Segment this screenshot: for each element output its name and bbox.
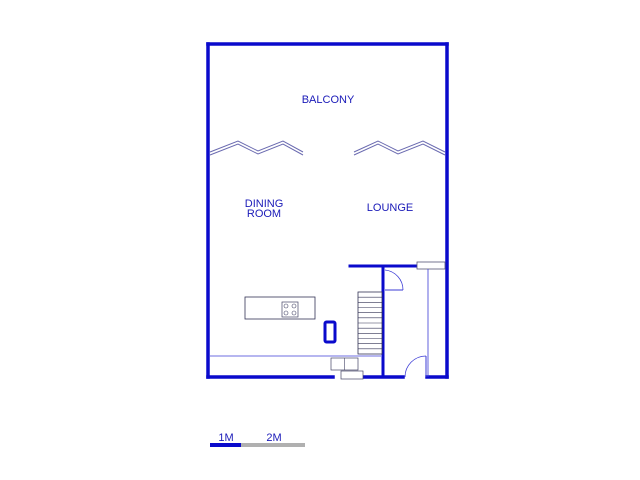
room-label-dining-line2: ROOM xyxy=(247,208,281,220)
sliding-door-right xyxy=(353,140,446,156)
scale-bar: 1M 2M xyxy=(210,432,305,447)
room-label-balcony: BALCONY xyxy=(302,94,355,106)
interior-walls xyxy=(348,261,446,379)
scale-label-2m: 2M xyxy=(266,432,281,444)
window-side xyxy=(416,261,446,270)
door-entry xyxy=(404,355,427,378)
structural-column xyxy=(323,320,337,344)
hob xyxy=(281,301,299,318)
scale-label-1m: 1M xyxy=(218,432,233,444)
staircase xyxy=(357,291,383,355)
dishwasher xyxy=(340,370,364,380)
room-label-lounge: LOUNGE xyxy=(367,202,413,214)
sliding-door-left xyxy=(209,140,304,156)
kitchen-island xyxy=(244,296,316,320)
kitchen-counter xyxy=(210,355,381,380)
room-label-dining-line1: DINING xyxy=(245,198,284,210)
door-stair xyxy=(384,269,404,291)
